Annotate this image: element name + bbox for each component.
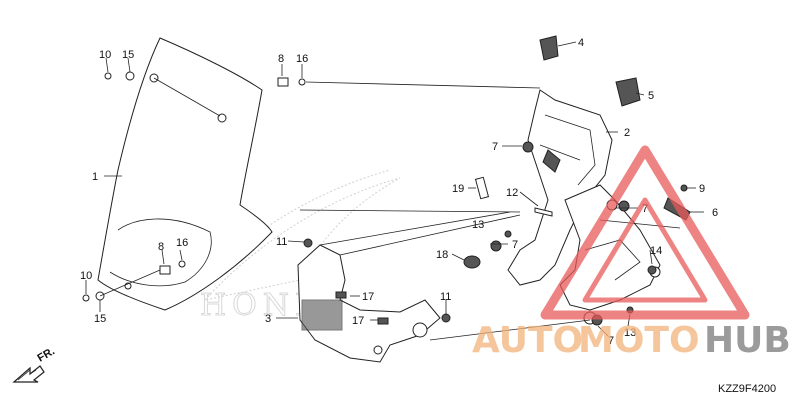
callout-16a: 16 xyxy=(296,53,308,65)
front-label: FR. xyxy=(36,345,57,364)
callout-16b: 16 xyxy=(176,237,188,249)
callout-7a: 7 xyxy=(492,141,498,153)
callout-13a: 13 xyxy=(472,219,484,231)
callout-17b: 17 xyxy=(352,315,364,327)
front-direction-indicator: FR. xyxy=(12,345,57,383)
callout-7c: 7 xyxy=(512,239,518,251)
callout-15a: 15 xyxy=(122,49,134,61)
callout-13b: 13 xyxy=(624,327,636,339)
callout-1: 1 xyxy=(92,171,98,183)
callout-3: 3 xyxy=(265,313,271,325)
lower-cover-part xyxy=(297,244,441,363)
callout-11b: 11 xyxy=(440,291,451,303)
callout-5: 5 xyxy=(648,90,654,102)
callout-12: 12 xyxy=(506,187,518,199)
front-arrow-icon xyxy=(12,365,45,383)
watermark-hub: HUB xyxy=(704,320,791,361)
callout-2: 2 xyxy=(624,127,630,139)
callout-10b: 10 xyxy=(80,270,92,282)
automotohub-watermark: AUTO MOTO HUB xyxy=(472,145,791,361)
callout-4: 4 xyxy=(578,37,584,49)
watermark-moto: MOTO xyxy=(578,320,700,361)
diagram-code: KZZ9F4200 xyxy=(718,383,776,395)
callout-labels: 1 2 3 4 5 6 7 7 7 7 8 8 9 10 10 11 11 12… xyxy=(80,37,718,347)
callout-8a: 8 xyxy=(278,53,284,65)
watermark-auto: AUTO xyxy=(472,320,583,361)
callout-18: 18 xyxy=(436,249,448,261)
screen-bracket-part xyxy=(507,89,613,286)
windscreen-part xyxy=(97,37,273,311)
callout-19: 19 xyxy=(452,183,464,195)
watermark-triangle-icon xyxy=(540,145,750,320)
callout-6: 6 xyxy=(712,207,718,219)
callout-15b: 15 xyxy=(94,313,106,325)
callout-9: 9 xyxy=(699,183,705,195)
callout-11a: 11 xyxy=(276,236,287,248)
callout-14: 14 xyxy=(650,245,662,257)
callout-8b: 8 xyxy=(158,241,164,253)
callout-7b: 7 xyxy=(642,203,648,215)
callout-10a: 10 xyxy=(99,49,111,61)
callout-7d: 7 xyxy=(608,335,614,347)
callout-17a: 17 xyxy=(362,291,374,303)
